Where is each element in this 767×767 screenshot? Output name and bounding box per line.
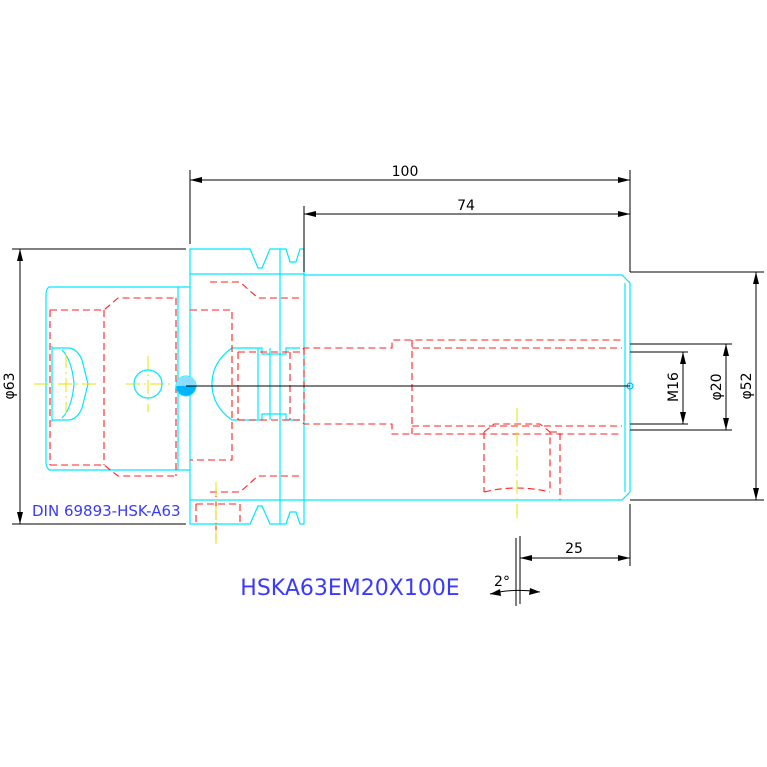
part-code: HSKA63EM20X100E: [240, 576, 459, 601]
dim-taper-angle: 2°: [494, 574, 510, 590]
cross-hole-circle: [133, 369, 163, 399]
dim-bore-diameter: φ20: [709, 373, 725, 400]
dim-flange-diameter: φ63: [2, 372, 18, 399]
part-outline: [45, 248, 631, 525]
standard-label: DIN 69893-HSK-A63: [32, 502, 181, 520]
hidden-lines: [49, 281, 622, 540]
dim-bore-depth: 74: [457, 198, 475, 214]
dim-overall-length: 100: [392, 164, 419, 180]
dimension-lines: [12, 170, 764, 606]
dim-body-diameter: φ52: [739, 372, 755, 399]
arrowheads: [17, 177, 759, 596]
dim-screw-offset: 25: [565, 541, 583, 557]
dim-thread: M16: [666, 372, 682, 402]
